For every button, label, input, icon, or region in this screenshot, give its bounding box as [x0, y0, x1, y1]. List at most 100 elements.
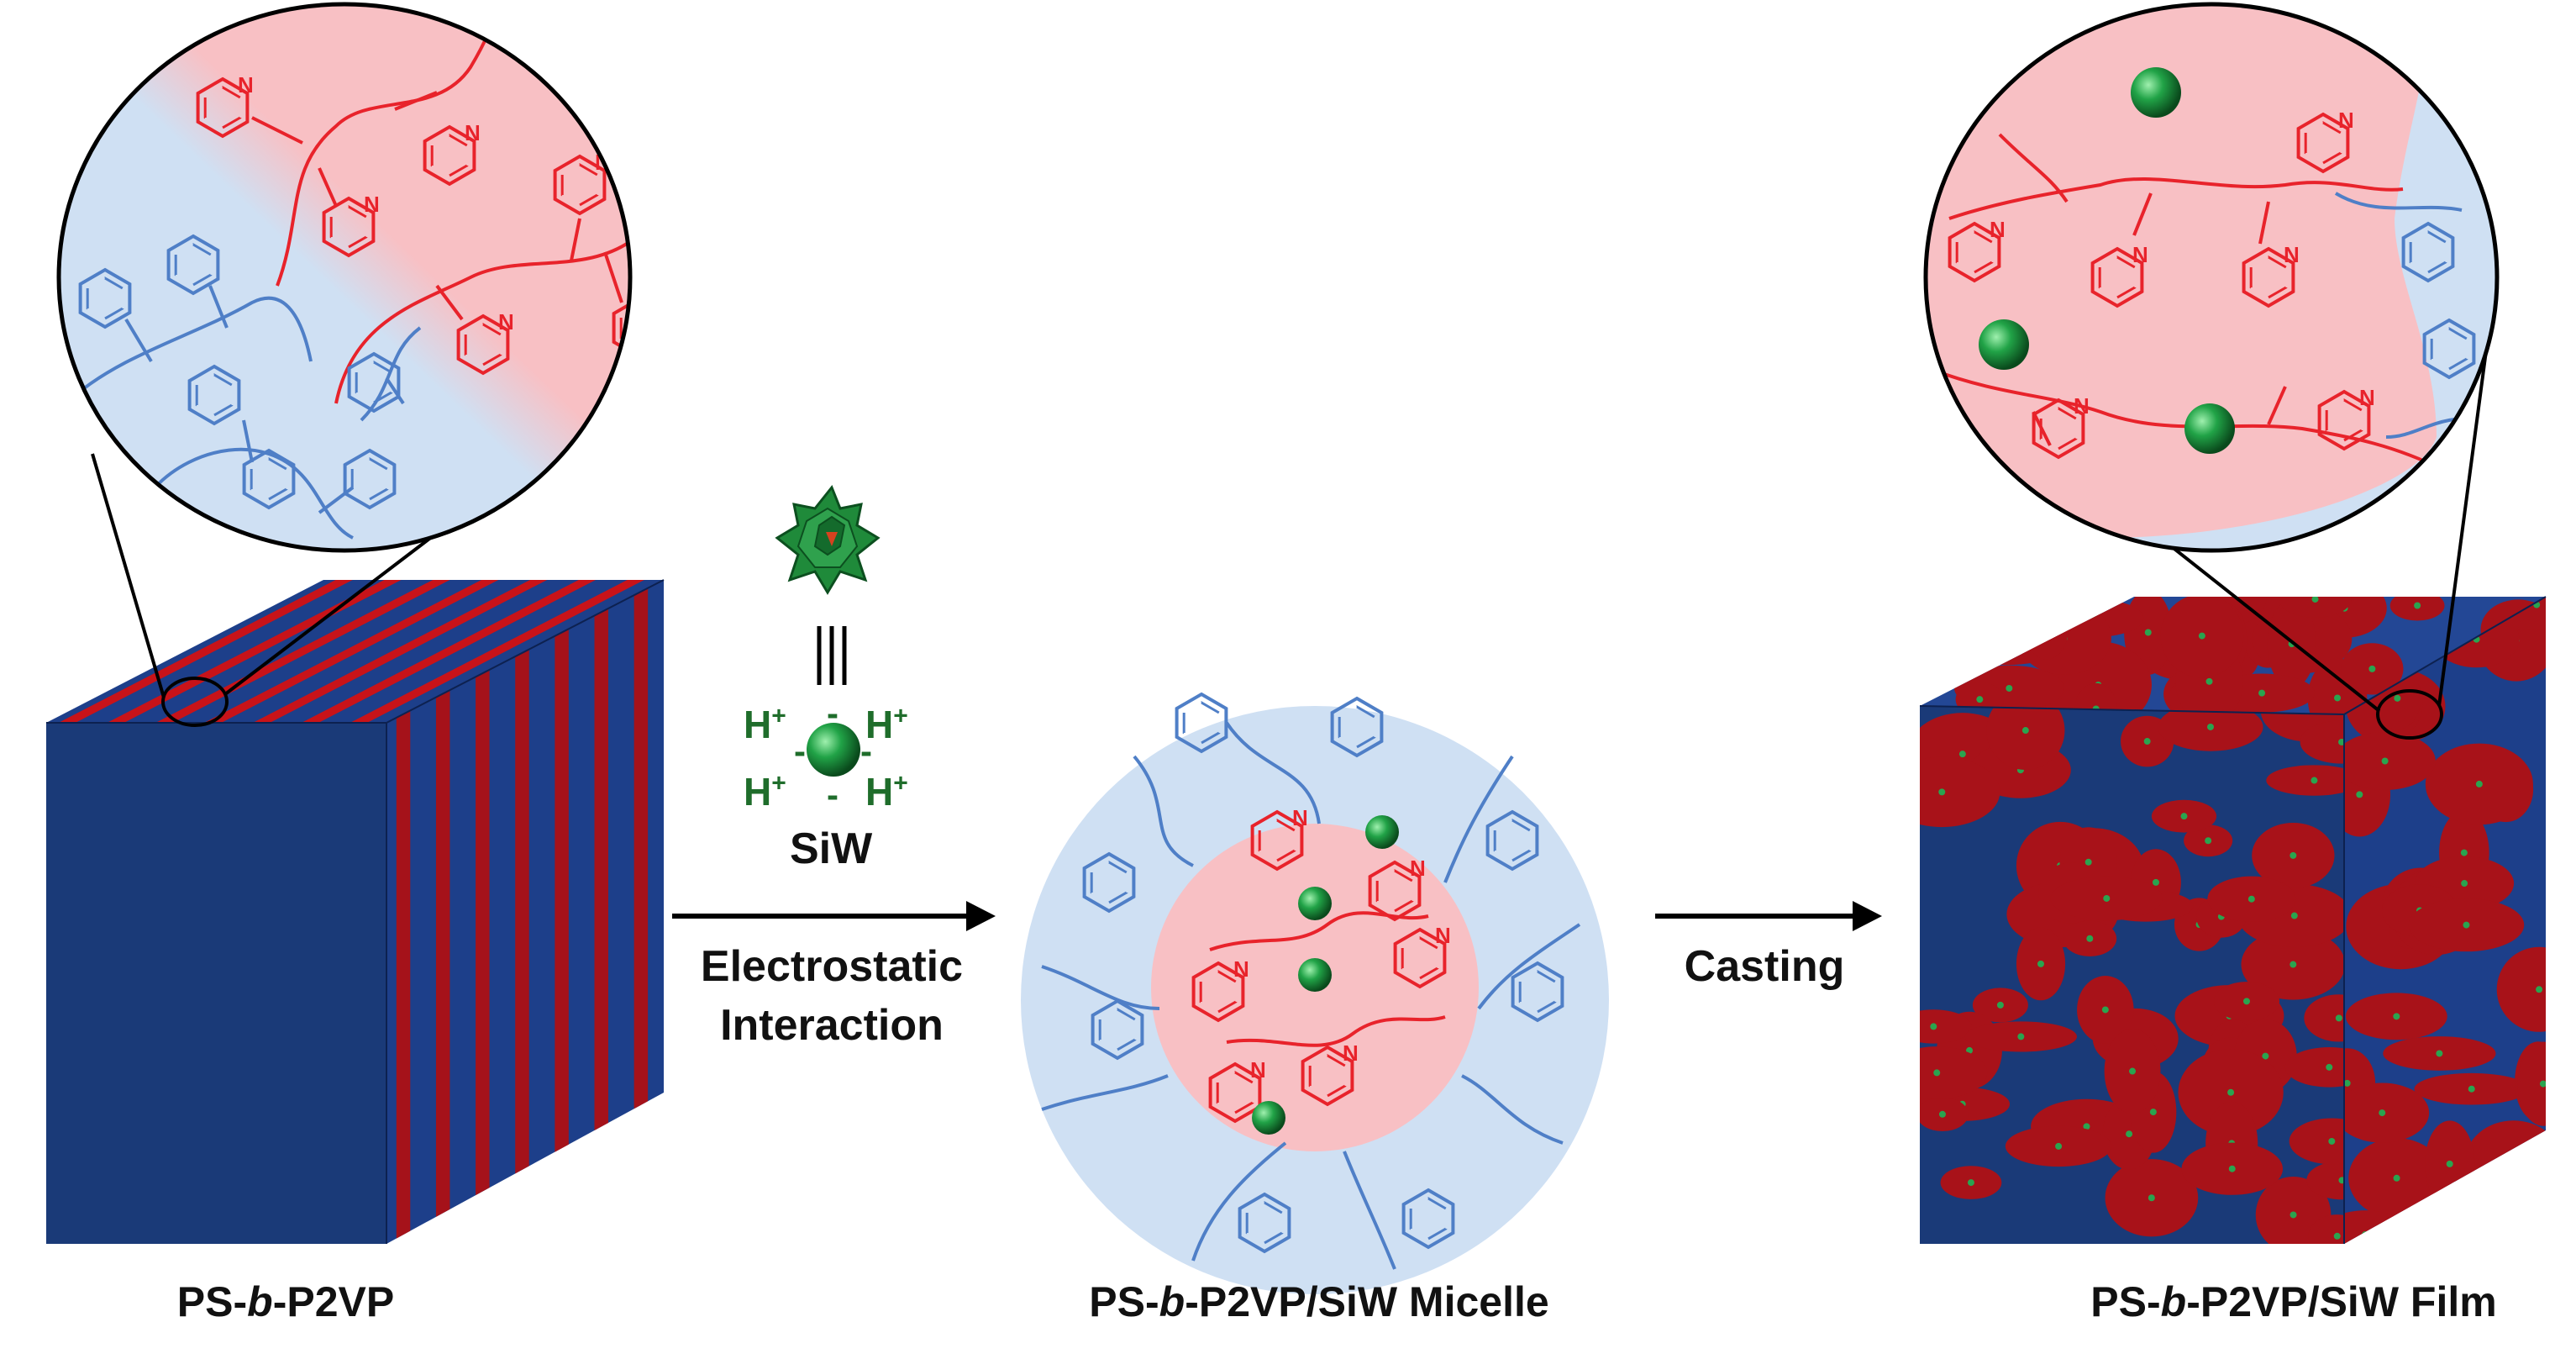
siw-dot	[2205, 677, 2213, 685]
step-label-electrostatic: Electrostatic Interaction	[672, 941, 991, 1051]
p2vp-domain-blob	[2464, 1120, 2546, 1204]
siw-dot	[2394, 694, 2401, 702]
siw-dot	[2103, 894, 2111, 902]
siw-dot	[2333, 1232, 2341, 1240]
siw-dot	[2393, 1013, 2400, 1020]
siw-dot	[2086, 935, 2094, 942]
siw-dot	[2205, 837, 2212, 845]
p2vp-domain-blob	[1920, 597, 1995, 644]
siw-dot	[2436, 1050, 2443, 1057]
siw-dot	[2006, 684, 2013, 692]
p2vp-domain-blob	[1978, 598, 2054, 635]
lamella-stripe	[350, 580, 644, 723]
lamellar-cube-icon	[46, 579, 665, 1244]
p2vp-domain-blob	[2024, 597, 2069, 660]
siw-dot	[2021, 727, 2029, 735]
p2vp-domain-blob	[2489, 1177, 2546, 1244]
siw-dot	[2037, 960, 2045, 967]
siw-label: SiW	[790, 824, 873, 873]
arrow-icon	[672, 901, 996, 931]
siw-dot	[1933, 1069, 1941, 1077]
siw-dot	[2460, 849, 2468, 856]
siw-dot	[2463, 921, 2470, 929]
zoom-marker-left	[161, 677, 229, 727]
siw-dot	[2043, 623, 2051, 630]
siw-dot	[2003, 640, 2011, 648]
siw-dot	[2393, 1174, 2400, 1182]
siw-dot	[2012, 613, 2020, 620]
siw-dot	[1976, 696, 1984, 703]
arrow-icon	[1655, 901, 1882, 931]
siw-dot	[2207, 723, 2215, 730]
siw-dot	[2037, 597, 2044, 598]
siw-dot	[1996, 1001, 2004, 1009]
lamella-stripe	[204, 580, 499, 723]
siw-dot	[2242, 998, 2250, 1005]
step-line-1: Electrostatic	[700, 942, 964, 991]
micelle-icon	[1021, 693, 1609, 1294]
siw-dot	[2381, 757, 2389, 765]
siw-dot	[2415, 1209, 2422, 1216]
siw-dot	[2258, 689, 2266, 697]
anion-charge: -	[860, 731, 872, 771]
siw-dot	[2101, 1006, 2109, 1014]
siw-dot	[2536, 986, 2543, 993]
siw-dot	[2148, 1194, 2155, 1202]
p2vp-domain-blob	[1920, 606, 2009, 675]
lamella-stripe	[58, 580, 353, 723]
lamella-stripe	[555, 629, 569, 1152]
siw-dot	[1938, 1110, 1946, 1118]
siw-dot	[2468, 1085, 2475, 1093]
caption-left: PS-b-P2VP	[176, 1278, 395, 1325]
siw-dot	[1943, 604, 1951, 612]
siw-dot	[2311, 597, 2319, 603]
p2vp-domain-blob	[2011, 597, 2060, 609]
right-zoom-ellipse	[1923, 2, 2500, 553]
dispersed-film-cube-icon	[1919, 588, 2547, 1244]
siw-dot	[2335, 1014, 2342, 1022]
polyoxometalate-cluster-icon	[775, 485, 881, 595]
siw-dot	[1958, 636, 1965, 644]
siw-dot	[2379, 1109, 2386, 1117]
siw-dot	[2269, 588, 2276, 595]
siw-dot	[2228, 1165, 2236, 1172]
siw-dot	[2084, 858, 2092, 866]
siw-dot	[2290, 912, 2298, 919]
siw-dot	[2017, 1033, 2025, 1040]
siw-dot	[2328, 1137, 2336, 1145]
siw-dot	[2083, 1123, 2090, 1130]
siw-dot	[2143, 738, 2151, 745]
siw-dot	[2032, 590, 2039, 597]
siw-dot	[1967, 1179, 1974, 1187]
siw-dot	[2262, 1052, 2269, 1060]
lamella-stripe	[396, 710, 411, 1239]
anion-charge: -	[827, 693, 839, 733]
anion-charge: -	[794, 731, 806, 771]
siw-dot	[2149, 1109, 2157, 1116]
siw-dot	[2356, 791, 2363, 798]
siw-dot	[2126, 1130, 2133, 1138]
siw-dot	[2539, 1080, 2546, 1088]
siw-dot	[2326, 1063, 2333, 1071]
siw-dot	[2055, 1142, 2063, 1150]
equivalence-bars	[817, 626, 847, 685]
siw-dot	[2129, 1067, 2137, 1075]
lamella-stripe	[155, 580, 450, 723]
siw-dot	[1968, 629, 1975, 637]
caption-right: PS-b-P2VP/SiW Film	[2090, 1278, 2497, 1325]
siw-dot	[2198, 632, 2205, 640]
proton-label: H+	[744, 702, 786, 746]
siw-dot	[2180, 813, 2188, 820]
siw-dot	[2536, 1212, 2543, 1219]
siw-dot	[2311, 777, 2318, 784]
siw-dot	[2361, 1231, 2368, 1239]
siw-dot	[2227, 1088, 2235, 1096]
siw-dot	[2510, 1159, 2517, 1167]
lamella-stripe	[476, 669, 490, 1196]
lamella-stripe	[633, 587, 649, 1109]
siw-dot	[1958, 751, 1966, 758]
siw-dot	[1938, 788, 1946, 796]
left-zoom-ellipse	[56, 2, 633, 553]
siw-dot	[2475, 780, 2483, 787]
